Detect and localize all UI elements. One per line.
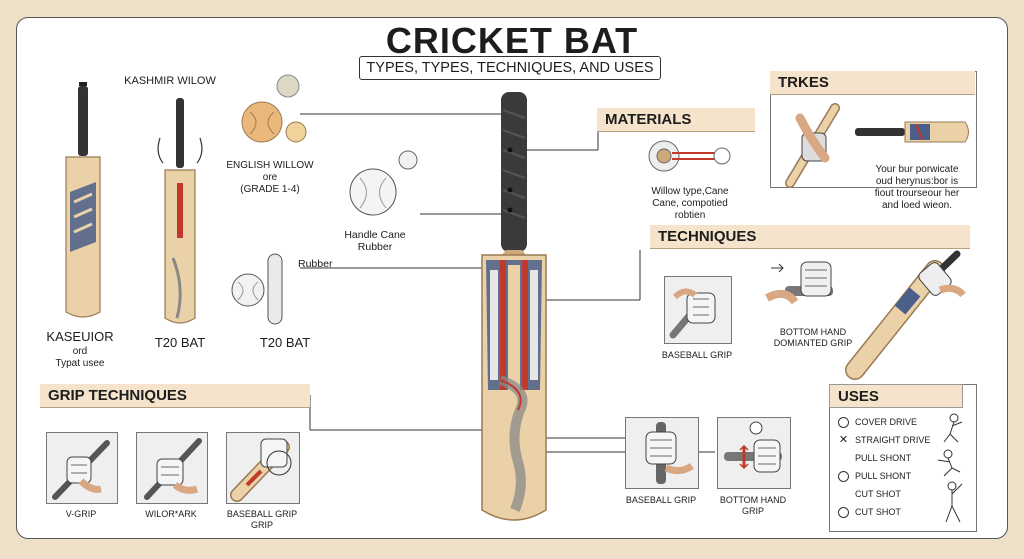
uses-heading: USES	[829, 384, 963, 408]
lower-baseball-grip-icon	[645, 422, 694, 484]
lower-baseball-grip-image	[625, 417, 699, 489]
grip-techniques-heading: GRIP TECHNIQUES	[40, 384, 310, 408]
trikes-desc-1: Your bur porwicate	[875, 164, 959, 175]
t20-bat-illustration	[157, 98, 203, 324]
kashmir-willow-label: KASHMIR WILOW	[124, 75, 216, 87]
grip-item-2-label: WILOR*ARK	[145, 509, 197, 519]
lower-bottom-hand-image	[717, 417, 791, 489]
grip-item-1-label: V-GRIP	[65, 509, 97, 519]
use-item-straight-drive: ✕STRAIGHT DRIVE	[838, 431, 938, 449]
page-subtitle: TYPES, TYPES, TECHNIQUES, AND USES	[359, 56, 661, 80]
kashmir-bat-illustration	[65, 82, 101, 318]
english-willow-label-2: ore	[262, 172, 278, 183]
bottom-hand-illustration	[765, 261, 833, 305]
technique-baseball-grip-image	[664, 276, 732, 344]
rubber-label: Rubber	[298, 258, 333, 270]
circle-icon	[838, 416, 849, 428]
batsman-figures-icon	[937, 413, 963, 523]
circle-icon	[838, 470, 849, 482]
technique-baseball-grip-label: BASEBALL GRIP	[661, 350, 733, 360]
use-item-cut-shot: CUT SHOT	[855, 489, 901, 499]
bat1-label-1: KASEUIOR	[46, 329, 114, 344]
lower-bottom-hand-label-1: BOTTOM HAND	[719, 495, 787, 505]
lower-bottom-hand-label-2: GRIP	[741, 506, 764, 516]
english-willow-label-3: (GRADE 1-4)	[240, 184, 300, 195]
trikes-heading: TRKES	[770, 71, 975, 95]
grip-hand-icon	[669, 288, 716, 339]
bat1-label-2: ord	[72, 346, 88, 357]
grip-item-3-label-1: BASEBALL GRIP	[226, 509, 298, 519]
leather-ball-illustration	[349, 150, 418, 216]
trikes-desc-2: oud herynus:bor is	[875, 176, 959, 187]
circle-icon	[838, 506, 849, 518]
trikes-desc-4: and loed wieon.	[881, 200, 953, 211]
cricket-balls-illustration	[241, 74, 307, 143]
bat3-label: T20 BAT	[259, 335, 311, 350]
bat2-label: T20 BAT	[154, 335, 206, 350]
materials-desc-1: Willow type,Cane	[651, 186, 729, 197]
materials-illustration	[648, 140, 731, 172]
use-item-pull-shont-2: PULL SHONT	[838, 467, 938, 485]
lower-baseball-grip-label: BASEBALL GRIP	[625, 495, 697, 505]
use-item-cut-shot-2: CUT SHOT	[838, 503, 938, 521]
uses-list: COVER DRIVE ✕STRAIGHT DRIVE PULL SHONT P…	[838, 413, 938, 521]
grip-wilor-image	[136, 432, 208, 504]
bat1-label-3: Typat usee	[55, 358, 105, 369]
english-willow-label-1: ENGLISH WILLOW	[226, 160, 314, 171]
grip-v-image	[46, 432, 118, 504]
trikes-illustration	[785, 103, 969, 188]
angled-bat-illustration	[845, 250, 966, 380]
technique-bottom-hand-label-1: BOTTOM HAND	[779, 327, 847, 337]
use-item-pull-shont: PULL SHONT	[855, 453, 912, 463]
trikes-desc-3: fiout trourseour her	[874, 188, 960, 199]
use-item-cover-drive: COVER DRIVE	[838, 413, 938, 431]
v-grip-icon	[52, 440, 110, 500]
materials-heading: MATERIALS	[597, 108, 755, 132]
materials-desc-2: Cane, compotied	[652, 198, 728, 209]
baseball-grip-icon	[230, 438, 292, 502]
techniques-heading: TECHNIQUES	[650, 225, 970, 249]
technique-bottom-hand-label-2: DOMIANTED GRIP	[773, 338, 853, 348]
grip-item-3-label-2: GRIP	[250, 520, 273, 530]
cross-icon: ✕	[838, 434, 849, 446]
materials-desc-3: robtien	[674, 210, 706, 221]
page-title: CRICKET BAT	[385, 20, 639, 61]
wilor-grip-icon	[144, 438, 202, 500]
handle-cane-label-2: Rubber	[357, 241, 393, 253]
grip-baseball-image	[226, 432, 300, 504]
handle-cane-label-1: Handle Cane	[344, 229, 406, 241]
rubber-grip-illustration	[231, 253, 283, 325]
main-cricket-bat	[481, 92, 547, 521]
lower-bottom-hand-icon	[724, 421, 782, 473]
